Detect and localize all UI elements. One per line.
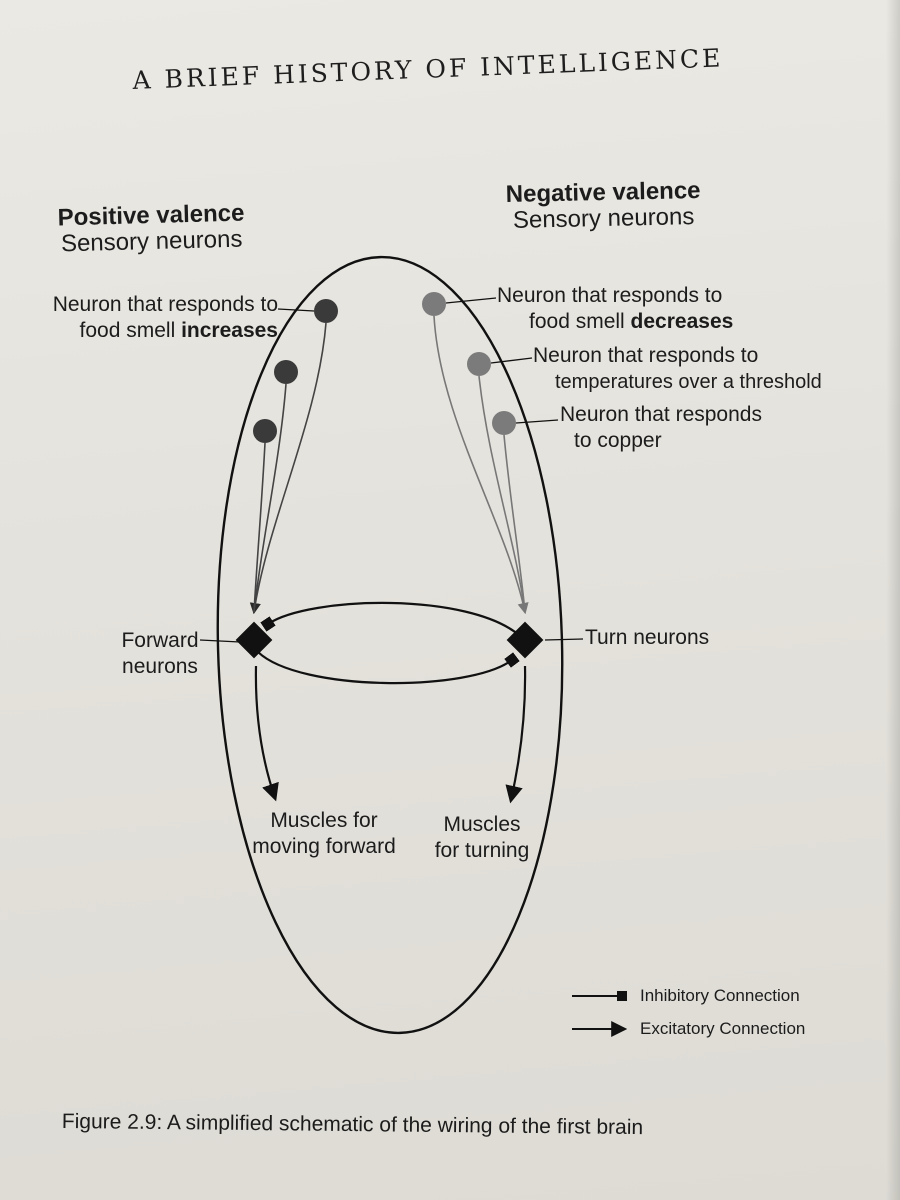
inhibit-turn-to-forward xyxy=(260,601,521,637)
label-temperature-line1: Neuron that responds to xyxy=(533,344,759,367)
axon-positive-3 xyxy=(253,442,266,613)
label-temperature-line2: temperatures over a threshold xyxy=(555,371,822,393)
label-food-increase-prefix: food smell xyxy=(79,319,182,342)
label-copper-line1: Neuron that responds xyxy=(560,403,762,426)
negative-subtitle: Sensory neurons xyxy=(512,203,695,234)
legend-excitatory-label: Excitatory Connection xyxy=(640,1019,806,1038)
label-muscles-turning-line2: for turning xyxy=(434,839,530,862)
neuron-food-decrease xyxy=(422,292,446,316)
label-food-increase-bold: increases xyxy=(181,319,278,342)
label-forward-line1: Forward xyxy=(121,629,199,652)
label-copper: Neuron that responds to copper xyxy=(560,402,762,454)
legend-inhibitory-label: Inhibitory Connection xyxy=(640,986,800,1005)
axon-positive-1 xyxy=(249,322,327,615)
neuron-temperature xyxy=(467,352,491,376)
label-food-decrease-line1: Neuron that responds to xyxy=(497,284,723,307)
positive-subtitle: Sensory neurons xyxy=(60,225,243,258)
page-edge-shadow xyxy=(886,0,900,1200)
leader-food-increase xyxy=(277,308,315,312)
axon-positive-2 xyxy=(253,383,287,613)
axon-negative-3 xyxy=(503,434,526,613)
negative-valence-header: Negative valence Sensory neurons xyxy=(505,177,701,234)
leader-food-decrease xyxy=(445,297,497,304)
leader-turn xyxy=(544,638,584,641)
body-outline xyxy=(216,255,564,1035)
label-turn-neurons: Turn neurons xyxy=(585,626,710,649)
positive-valence-header: Positive valence Sensory neurons xyxy=(57,200,245,258)
leader-copper xyxy=(515,419,559,424)
label-muscles-forward: Muscles for moving forward xyxy=(234,808,414,860)
label-copper-line2: to copper xyxy=(574,429,662,452)
leader-temperature xyxy=(490,357,533,364)
label-temperature: Neuron that responds to temperatures ove… xyxy=(533,343,822,395)
neuron-positive-2 xyxy=(274,360,298,384)
neuron-positive-3 xyxy=(253,419,277,443)
inhibit-forward-to-turn xyxy=(257,651,520,685)
axon-negative-2 xyxy=(478,375,526,613)
label-forward-neurons: Forward neurons xyxy=(112,628,208,680)
excite-forward-muscles xyxy=(254,665,279,802)
label-food-decrease-prefix: food smell xyxy=(529,310,631,333)
label-food-decrease: Neuron that responds to food smell decre… xyxy=(497,283,733,335)
label-muscles-forward-line1: Muscles for xyxy=(270,809,378,832)
label-food-increase: Neuron that responds to food smell incre… xyxy=(18,292,278,344)
label-muscles-forward-line2: moving forward xyxy=(252,835,396,858)
label-muscles-turning: Muscles for turning xyxy=(412,812,552,864)
neuron-copper xyxy=(492,411,516,435)
axon-negative-1 xyxy=(433,315,529,615)
label-food-increase-line1: Neuron that responds to xyxy=(52,293,278,316)
neuron-food-increase xyxy=(314,299,338,323)
label-forward-line2: neurons xyxy=(122,655,198,678)
label-muscles-turning-line1: Muscles xyxy=(443,813,521,836)
leader-forward xyxy=(199,639,241,643)
label-food-decrease-bold: decreases xyxy=(630,310,734,333)
excite-turn-muscles xyxy=(505,665,527,804)
turn-neuron-hub xyxy=(506,621,544,659)
forward-neuron-hub xyxy=(235,621,273,659)
